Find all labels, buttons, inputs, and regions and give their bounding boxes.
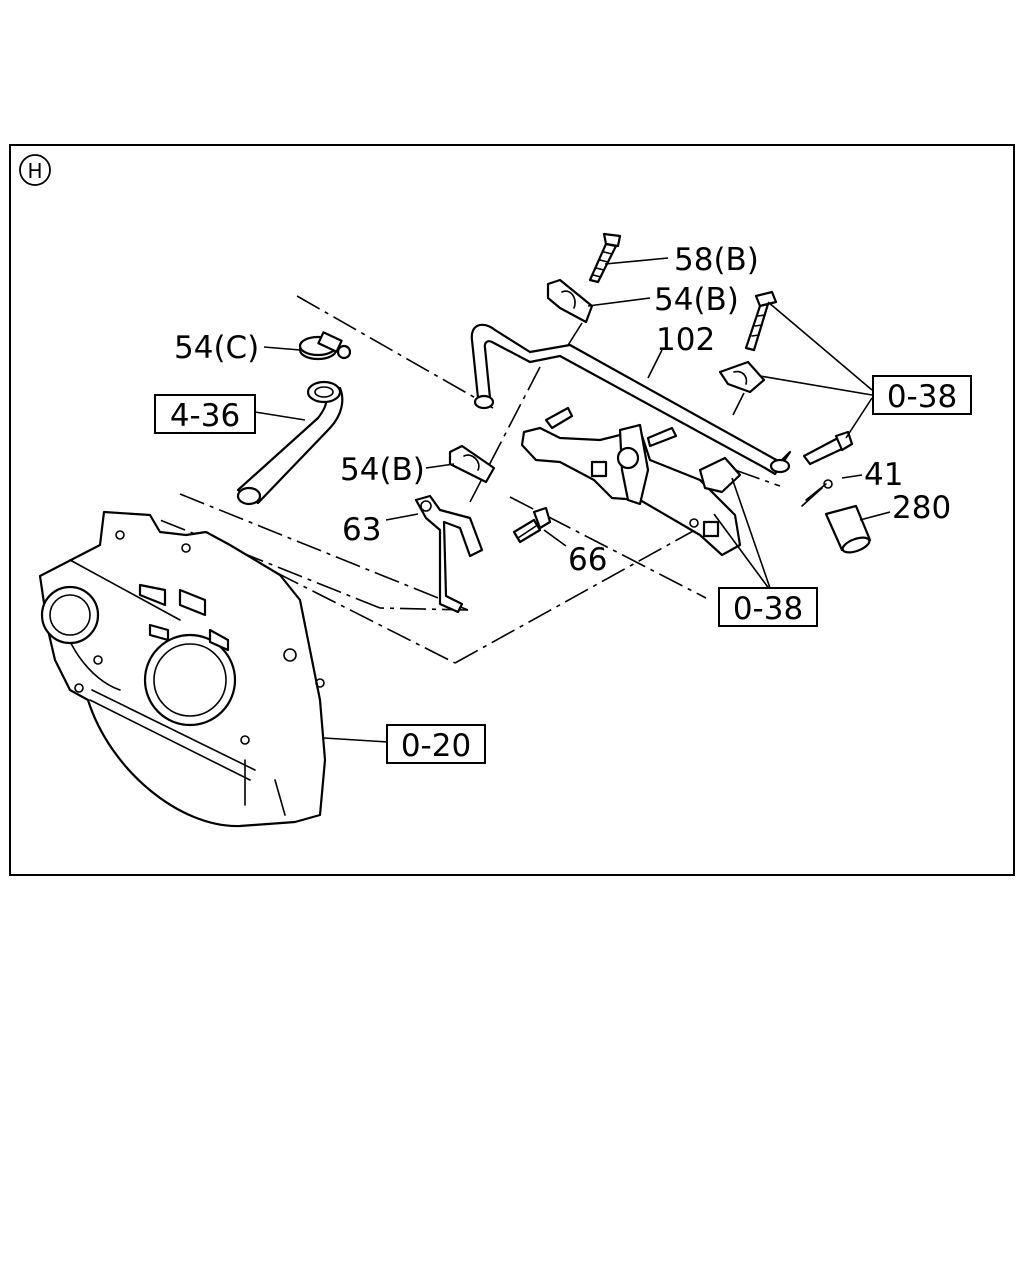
label-58b: 58(B) [674, 242, 759, 278]
ref-box-0-20: 0-20 [386, 724, 486, 764]
label-102: 102 [656, 322, 715, 358]
label-280: 280 [892, 490, 951, 526]
ref-box-0-38-lower-label: 0-38 [733, 591, 803, 627]
label-63: 63 [342, 512, 381, 548]
hose-clamp-54c [298, 331, 352, 361]
bolt-58b [588, 232, 622, 284]
label-41: 41 [864, 457, 903, 493]
bolt-right-small [802, 430, 854, 466]
label-66: 66 [568, 542, 607, 578]
clamp-54b-mid [448, 444, 496, 484]
view-marker: H [19, 154, 51, 186]
clamp-bolt-right [718, 290, 778, 394]
bracket-63 [414, 494, 484, 614]
diagram-frame [9, 144, 1015, 876]
bolt-66 [512, 506, 552, 544]
label-54c: 54(C) [174, 330, 259, 366]
ref-box-0-38-right-label: 0-38 [887, 379, 957, 415]
pin-41 [801, 479, 833, 507]
sleeve-280 [824, 504, 872, 554]
rubber-hose [236, 380, 344, 506]
label-54b-top: 54(B) [654, 282, 739, 318]
leader-lines [254, 257, 891, 743]
clamp-54b-top [546, 278, 594, 324]
bracket-assembly [520, 406, 742, 557]
ref-box-0-38-right: 0-38 [872, 375, 972, 415]
pipe-102 [470, 323, 792, 476]
view-marker-letter: H [27, 159, 42, 183]
flywheel-housing [38, 510, 327, 828]
ref-box-0-20-label: 0-20 [401, 728, 471, 764]
ref-box-4-36: 4-36 [154, 394, 256, 434]
ref-box-4-36-label: 4-36 [170, 398, 240, 434]
label-54b-mid: 54(B) [340, 452, 425, 488]
ref-box-0-38-lower: 0-38 [718, 587, 818, 627]
